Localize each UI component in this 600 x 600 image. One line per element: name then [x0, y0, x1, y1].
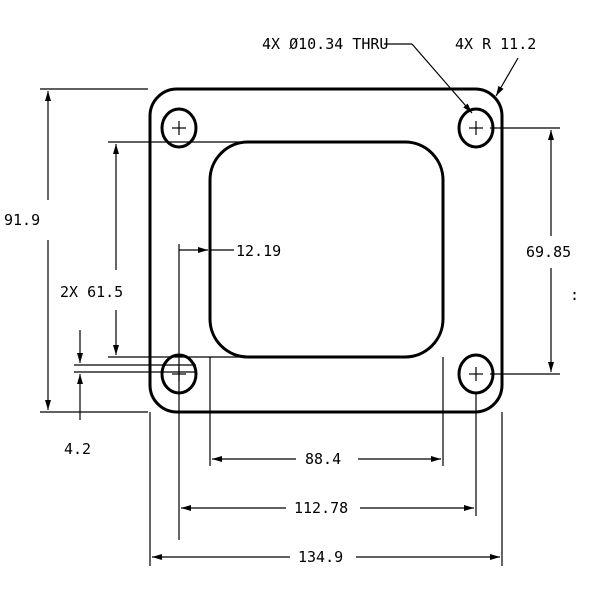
stray-mark: : [570, 286, 579, 304]
overall-width-label: 134.9 [298, 548, 343, 566]
hole-to-opening-label: 12.19 [236, 242, 281, 260]
hole-horizontal-dimension [181, 392, 477, 516]
overall-width-dimension [149, 412, 503, 566]
opening-width-label: 88.4 [305, 450, 341, 468]
opening-vertical-dimension [108, 141, 260, 358]
opening-offset-dimension [74, 330, 196, 420]
opening-vertical-label: 2X 61.5 [60, 283, 123, 301]
overall-height-label: 91.9 [4, 211, 40, 229]
hole-to-opening-dimension [178, 244, 234, 540]
opening-width-dimension [209, 357, 444, 466]
hole-horizontal-label: 112.78 [294, 499, 348, 517]
hole-callout-text: 4X Ø10.34 THRU [262, 35, 388, 53]
overall-height-dimension [40, 88, 148, 413]
radius-callout-leader [495, 57, 519, 97]
flange-outline [148, 87, 504, 414]
hole-callout-leader [384, 43, 473, 114]
bolt-hole-top-right [457, 107, 495, 149]
opening-offset-label: 4.2 [64, 440, 91, 458]
hole-vertical-label: 69.85 [526, 243, 571, 261]
hole-vertical-dimension [490, 127, 560, 375]
bolt-hole-bottom-right [457, 353, 495, 395]
radius-callout-text: 4X R 11.2 [455, 35, 536, 53]
bolt-hole-top-left [160, 107, 198, 149]
